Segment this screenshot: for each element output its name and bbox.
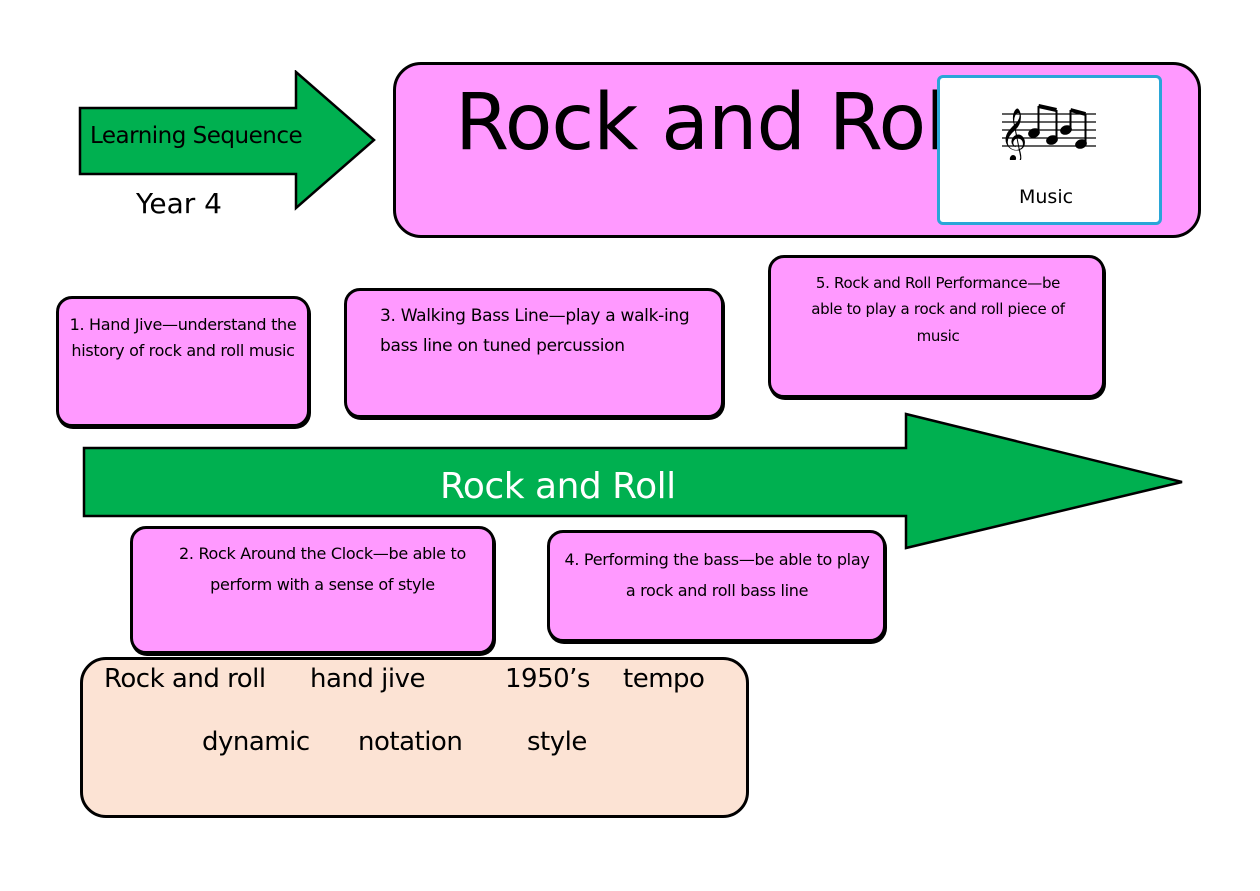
learning-sequence-label: Learning Sequence bbox=[90, 123, 303, 149]
step-card-4 bbox=[547, 530, 886, 642]
step-card-2 bbox=[130, 526, 495, 654]
vocab-word: style bbox=[527, 727, 587, 757]
timeline-label: Rock and Roll bbox=[440, 466, 676, 507]
header-arrow-shape bbox=[78, 70, 376, 211]
step-card-3 bbox=[344, 288, 724, 418]
vocab-word: tempo bbox=[623, 664, 705, 694]
vocab-word: Rock and roll bbox=[104, 664, 266, 694]
vocab-word: hand jive bbox=[310, 664, 426, 694]
page-title: Rock and Roll bbox=[455, 78, 968, 168]
svg-text:𝄞: 𝄞 bbox=[1000, 107, 1027, 160]
vocab-word: notation bbox=[358, 727, 463, 757]
step-text-2: 2. Rock Around the Clock—be able to perf… bbox=[179, 544, 466, 595]
year-label: Year 4 bbox=[136, 187, 222, 220]
subject-label: Music bbox=[1019, 186, 1074, 208]
step-text-1: 1. Hand Jive—understand the history of r… bbox=[69, 315, 297, 360]
step-text-3: 3. Walking Bass Line—play a walk-ing bas… bbox=[380, 306, 690, 356]
step-text-5: 5. Rock and Roll Performance—be able to … bbox=[811, 274, 1065, 345]
subject-card bbox=[937, 75, 1162, 225]
timeline-arrow-shape bbox=[82, 412, 1183, 550]
treble-clef-notes-icon: 𝄞 bbox=[1000, 104, 1096, 160]
step-card-5 bbox=[768, 255, 1105, 398]
step-card-1 bbox=[56, 296, 310, 427]
vocabulary-panel bbox=[80, 657, 749, 818]
step-text-4: 4. Performing the bass—be able to play a… bbox=[564, 550, 870, 601]
vocab-word: 1950’s bbox=[505, 664, 590, 694]
vocab-word: dynamic bbox=[202, 727, 310, 757]
